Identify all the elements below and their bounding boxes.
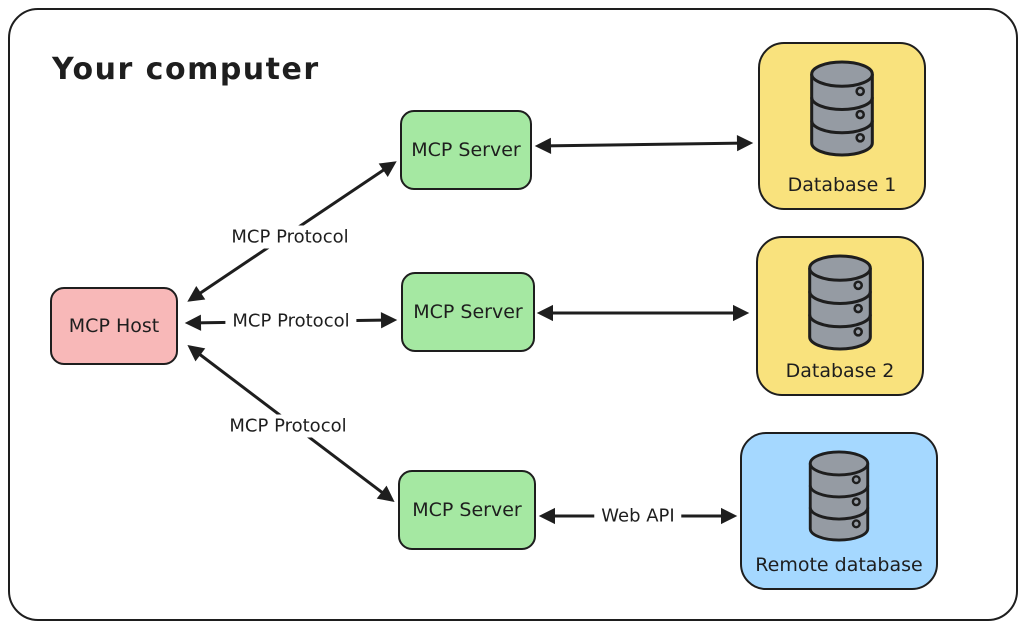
edge-label-mcp-protocol-1: MCP Protocol [224, 225, 356, 249]
node-mcp-server-1-label: MCP Server [411, 139, 521, 161]
database-icon [808, 254, 872, 351]
edge-label-web-api: Web API [594, 504, 682, 528]
database-icon [810, 60, 874, 157]
database-icon [808, 450, 870, 542]
node-mcp-server-2-label: MCP Server [413, 301, 523, 323]
node-database-1-label: Database 1 [787, 174, 897, 196]
node-remote-database-label: Remote database [755, 554, 923, 576]
node-database-2: Database 2 [756, 236, 924, 396]
node-mcp-server-2: MCP Server [401, 272, 535, 352]
node-database-1: Database 1 [758, 42, 926, 210]
edge-label-mcp-protocol-2: MCP Protocol [225, 309, 357, 333]
node-database-2-label: Database 2 [785, 360, 895, 382]
node-mcp-host-label: MCP Host [68, 315, 160, 337]
your-computer-frame [8, 8, 1018, 621]
node-mcp-server-3-label: MCP Server [412, 499, 522, 521]
node-mcp-server-3: MCP Server [398, 470, 536, 550]
edge-label-mcp-protocol-3: MCP Protocol [222, 414, 354, 438]
diagram-title: Your computer [52, 52, 320, 87]
node-mcp-host: MCP Host [50, 287, 178, 365]
node-mcp-server-1: MCP Server [400, 110, 532, 190]
node-remote-database: Remote database [740, 432, 938, 590]
